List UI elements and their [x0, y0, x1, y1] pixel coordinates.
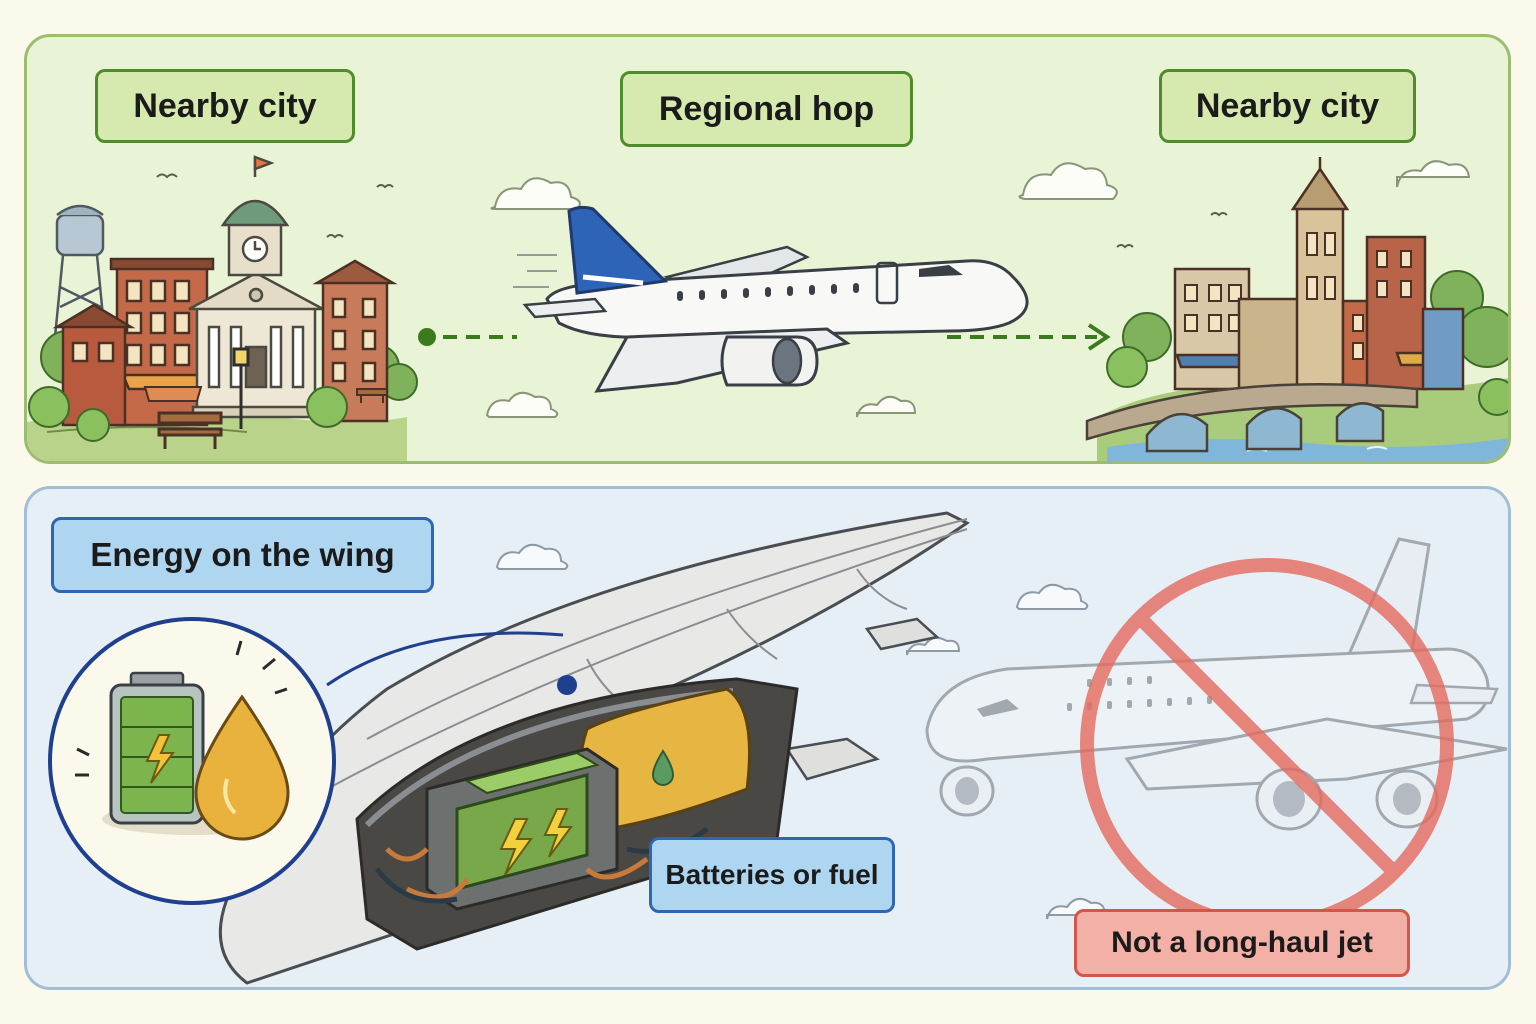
- right-city-illustration: [1085, 157, 1508, 461]
- battery-pack: [425, 747, 619, 911]
- route-line: [418, 323, 1111, 351]
- brick-building: [1173, 157, 1465, 391]
- label-nearby-city-right: Nearby city: [1159, 69, 1416, 143]
- label-nearby-city-left: Nearby city: [95, 69, 355, 143]
- civic-hall: [188, 155, 324, 419]
- fuel-drop-icon: [194, 694, 290, 841]
- street-lamp-icon: [232, 347, 250, 429]
- label-not-a-long-haul-jet: Not a long-haul jet: [1074, 909, 1410, 977]
- bench-icon: [356, 388, 388, 403]
- bird-icon: [156, 173, 1228, 249]
- left-city-illustration: [27, 155, 418, 461]
- cloud-icon: [495, 543, 1107, 920]
- callout-line: [326, 631, 564, 687]
- label-regional-hop: Regional hop: [620, 71, 913, 147]
- regional-plane-illustration: [513, 205, 1029, 393]
- wing-cutaway-illustration: [218, 511, 970, 985]
- stone-bridge: [1085, 382, 1419, 453]
- regional-route-scene: [27, 155, 1508, 461]
- regional-route-panel: Nearby city Regional hop Nearby city: [24, 34, 1511, 464]
- label-batteries-or-fuel: Batteries or fuel: [649, 837, 895, 913]
- tree-icon: [1106, 346, 1508, 416]
- dot-icon: [557, 675, 577, 695]
- label-energy-on-the-wing: Energy on the wing: [51, 517, 434, 593]
- dot-icon: [418, 328, 436, 346]
- tree-icon: [28, 386, 348, 442]
- brick-building: [312, 259, 398, 423]
- battery-icon: [109, 671, 205, 825]
- energy-callout-circle: [48, 617, 336, 905]
- long-haul-jet-illustration: [925, 537, 1508, 831]
- energy-wing-panel: Energy on the wing Batteries or fuel Not…: [24, 486, 1511, 990]
- bench-icon: [157, 411, 223, 449]
- energy-wing-scene: [48, 511, 1508, 985]
- arrow-head-icon: [1087, 323, 1111, 351]
- cloud-icon: [485, 160, 1471, 418]
